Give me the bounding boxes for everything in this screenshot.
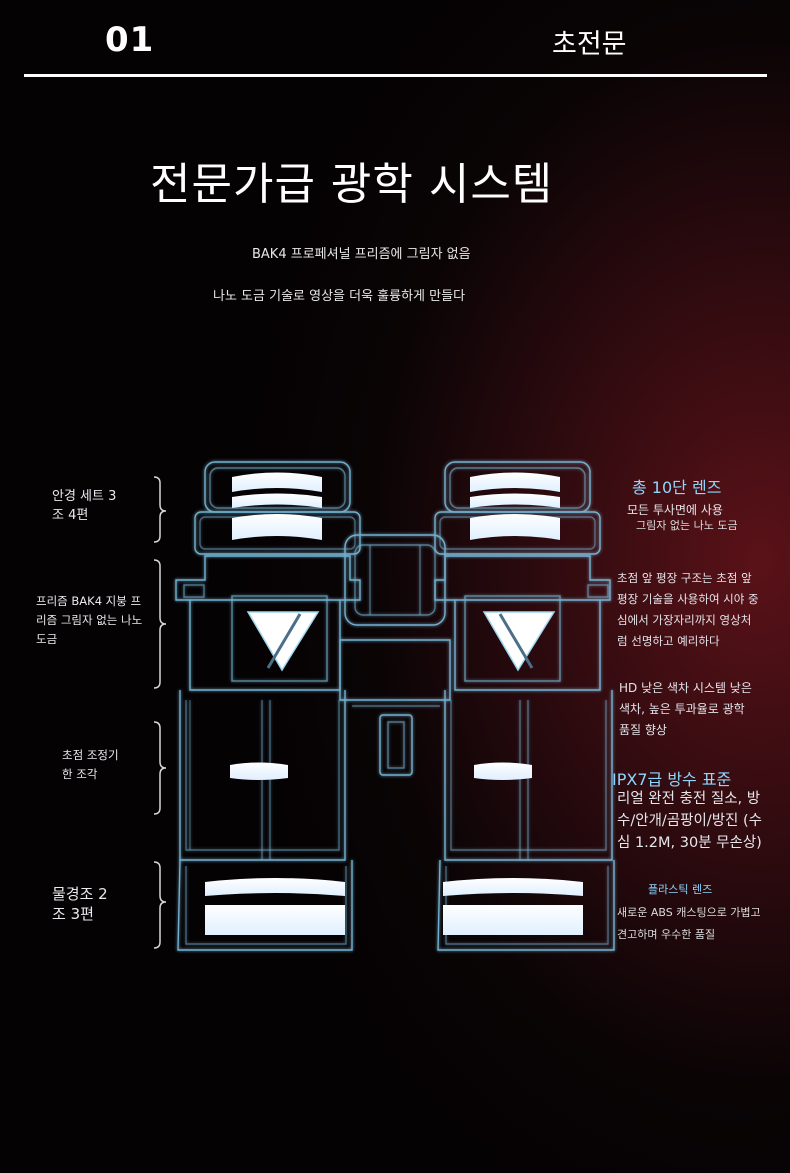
brace-objective: [153, 861, 167, 949]
label-objective-set: 물경조 2 조 3편: [52, 885, 108, 923]
brace-focus: [153, 721, 167, 815]
label-eyepiece-set: 안경 세트 3 조 4편: [52, 489, 117, 523]
plastic-lens-body: 새로운 ABS 캐스팅으로 가볍고 견고하며 우수한 품질: [617, 906, 761, 941]
label-braces: [153, 476, 167, 949]
page-title: 전문가급 광학 시스템: [150, 159, 554, 210]
section-number: 01: [105, 20, 155, 60]
lens-count-body-1: 모든 투사면에 사용: [627, 503, 723, 517]
brace-prism: [153, 559, 167, 689]
right-objective-lens-1: [443, 878, 583, 896]
roof-prisms: [246, 611, 556, 672]
brace-eyepiece: [153, 476, 167, 543]
right-eyepiece-lens-1: [470, 472, 560, 492]
lens-count-body-2: 그림자 없는 나노 도금: [636, 519, 738, 532]
right-barrel: [434, 461, 615, 951]
left-eyepiece-lens-1: [232, 472, 322, 492]
center-bridge: [339, 534, 451, 776]
field-flattener-text: 초점 앞 평장 구조는 초점 앞 평장 기술을 사용하여 시야 중 심에서 가장…: [617, 571, 759, 648]
section-tag: 초전문: [552, 29, 627, 60]
hd-system-text: HD 낮은 색차 시스템 낮은 색차, 높은 투과율로 광학 품질 향상: [619, 681, 752, 737]
lens-count-heading: 총 10단 렌즈: [632, 478, 722, 497]
lens-elements: [205, 472, 583, 935]
waterproof-body: 리얼 완전 충전 질소, 방 수/안개/곰팡이/방진 (수 심 1.2M, 30…: [617, 791, 762, 851]
left-focus-lens: [230, 762, 288, 780]
waterproof-heading: IPX7급 방수 표준: [612, 770, 732, 789]
right-objective-lens-2: [443, 905, 583, 935]
right-eyepiece-lens-2: [470, 493, 560, 508]
subtitle-coating: 나노 도금 기술로 영상을 더욱 훌륭하게 만들다: [213, 289, 466, 304]
left-eyepiece-lens-3: [232, 514, 322, 540]
label-prism: 프리즘 BAK4 지붕 프 리즘 그림자 없는 나노 도금: [36, 594, 143, 646]
left-objective-lens-2: [205, 905, 345, 935]
plastic-lens-heading: 플라스틱 렌즈: [648, 883, 713, 896]
left-objective-lens-1: [205, 878, 345, 896]
left-eyepiece-lens-2: [232, 493, 322, 508]
header-divider: [24, 74, 767, 77]
right-focus-lens: [474, 762, 532, 780]
subtitle-prism: BAK4 프로페셔널 프리즘에 그림자 없음: [252, 247, 471, 262]
label-focus-adjuster: 초점 조정기 한 조각: [62, 748, 119, 781]
right-eyepiece-lens-3: [470, 514, 560, 540]
right-prism: [482, 611, 556, 672]
